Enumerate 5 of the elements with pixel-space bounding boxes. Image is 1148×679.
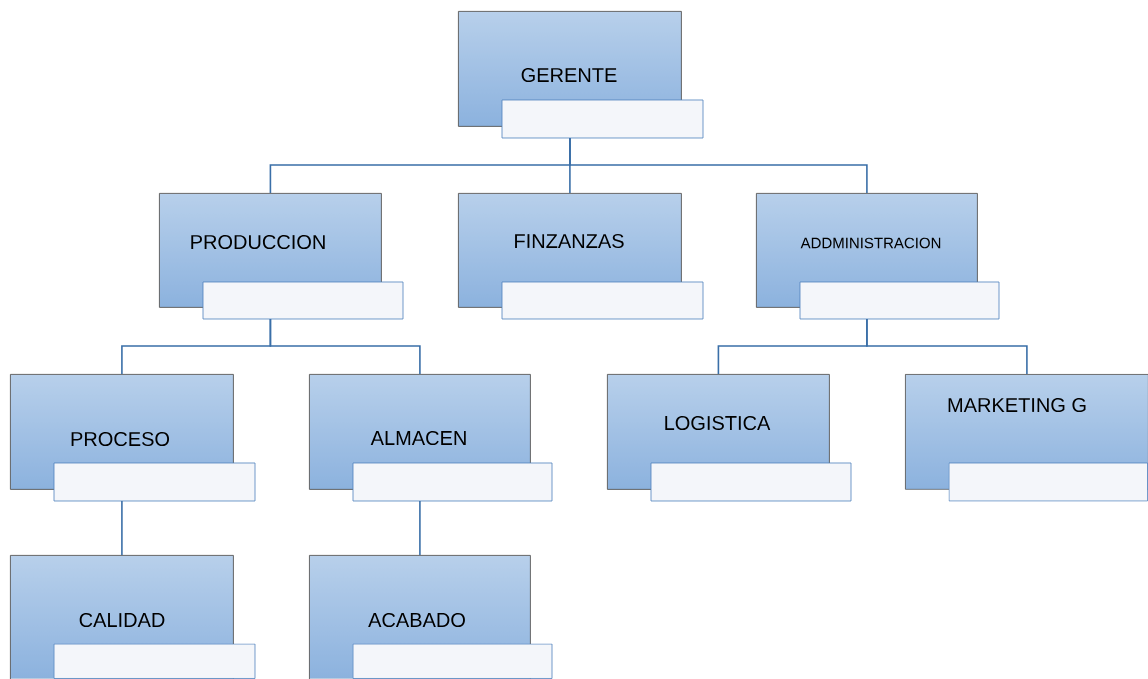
connector-line — [569, 137, 868, 194]
connector-line — [269, 318, 421, 375]
connector-line — [121, 500, 123, 556]
connector-line — [419, 500, 421, 556]
connector-line — [866, 318, 1028, 375]
